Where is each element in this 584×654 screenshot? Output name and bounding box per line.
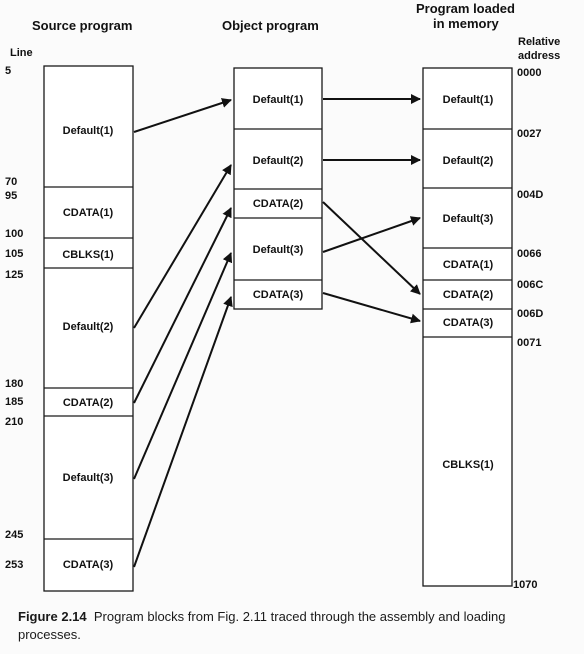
source-block-label: Default(2) <box>63 321 114 333</box>
arrow-default2-to-object <box>133 164 232 329</box>
arrow-default3-to-memory <box>322 216 421 253</box>
object-program-header: Object program <box>222 18 319 33</box>
relative-address-header-line1: Relative <box>518 36 560 48</box>
line-number: 180 <box>5 378 23 390</box>
memory-header-line1: Program loaded <box>416 1 515 16</box>
figure-number: Figure 2.14 <box>18 609 87 624</box>
source-program-header: Source program <box>32 18 132 33</box>
line-number: 105 <box>5 248 23 260</box>
memory-block-label: Default(1) <box>443 94 494 106</box>
line-number: 70 <box>5 176 17 188</box>
caption-text: Program blocks from Fig. 2.11 traced thr… <box>18 609 506 642</box>
line-number: 185 <box>5 396 23 408</box>
relative-address: 0000 <box>517 67 541 79</box>
relative-address-header-line2: address <box>518 50 560 62</box>
relative-address: 0027 <box>517 128 541 140</box>
source-block-label: CDATA(1) <box>63 207 114 219</box>
line-number: 245 <box>5 529 23 541</box>
object-block-label: CDATA(2) <box>253 198 304 210</box>
relative-address: 006D <box>517 308 543 320</box>
assembly-arrows <box>133 98 233 568</box>
line-number: 95 <box>5 190 17 202</box>
source-block-label: CBLKS(1) <box>62 249 114 261</box>
relative-address: 004D <box>517 189 543 201</box>
end-address: 1070 <box>513 579 537 591</box>
object-block-label: Default(3) <box>253 244 304 256</box>
arrow-cdata2-to-memory <box>322 201 421 295</box>
memory-box <box>422 67 513 587</box>
memory-block-label: CDATA(2) <box>443 289 494 301</box>
line-number: 100 <box>5 228 23 240</box>
memory-header-line2: in memory <box>433 16 500 31</box>
source-program-column: Default(1) CDATA(1) CBLKS(1) Default(2) … <box>5 65 134 592</box>
relative-address: 006C <box>517 279 543 291</box>
source-program-box <box>43 65 134 592</box>
arrow-cdata3-to-memory <box>322 292 421 324</box>
source-block-label: CDATA(2) <box>63 397 114 409</box>
relative-address: 0066 <box>517 248 541 260</box>
object-block-label: CDATA(3) <box>253 289 304 301</box>
loading-arrows <box>322 94 421 324</box>
arrow-default1-to-object <box>133 98 232 133</box>
arrow-cdata2-to-object <box>133 207 232 404</box>
line-number: 253 <box>5 559 23 571</box>
memory-block-label: Default(2) <box>443 155 494 167</box>
memory-block-label: CDATA(3) <box>443 317 494 329</box>
relative-address: 0071 <box>517 337 541 349</box>
memory-column: Default(1) Default(2) Default(3) CDATA(1… <box>422 67 543 591</box>
memory-block-label: CBLKS(1) <box>442 459 494 471</box>
source-block-label: CDATA(3) <box>63 559 114 571</box>
source-block-label: Default(3) <box>63 472 114 484</box>
line-column-header: Line <box>10 47 33 59</box>
arrow-default3-to-object <box>133 252 233 480</box>
memory-block-label: CDATA(1) <box>443 259 494 271</box>
object-block-label: Default(1) <box>253 94 304 106</box>
line-number: 125 <box>5 269 23 281</box>
object-block-label: Default(2) <box>253 155 304 167</box>
line-number: 210 <box>5 416 23 428</box>
figure-caption: Figure 2.14 Program blocks from Fig. 2.1… <box>18 608 558 644</box>
source-block-label: Default(1) <box>63 125 114 137</box>
memory-block-label: Default(3) <box>443 213 494 225</box>
line-number: 5 <box>5 65 11 77</box>
arrow-cdata3-to-object <box>133 296 233 568</box>
object-program-column: Default(1) Default(2) CDATA(2) Default(3… <box>233 67 323 310</box>
